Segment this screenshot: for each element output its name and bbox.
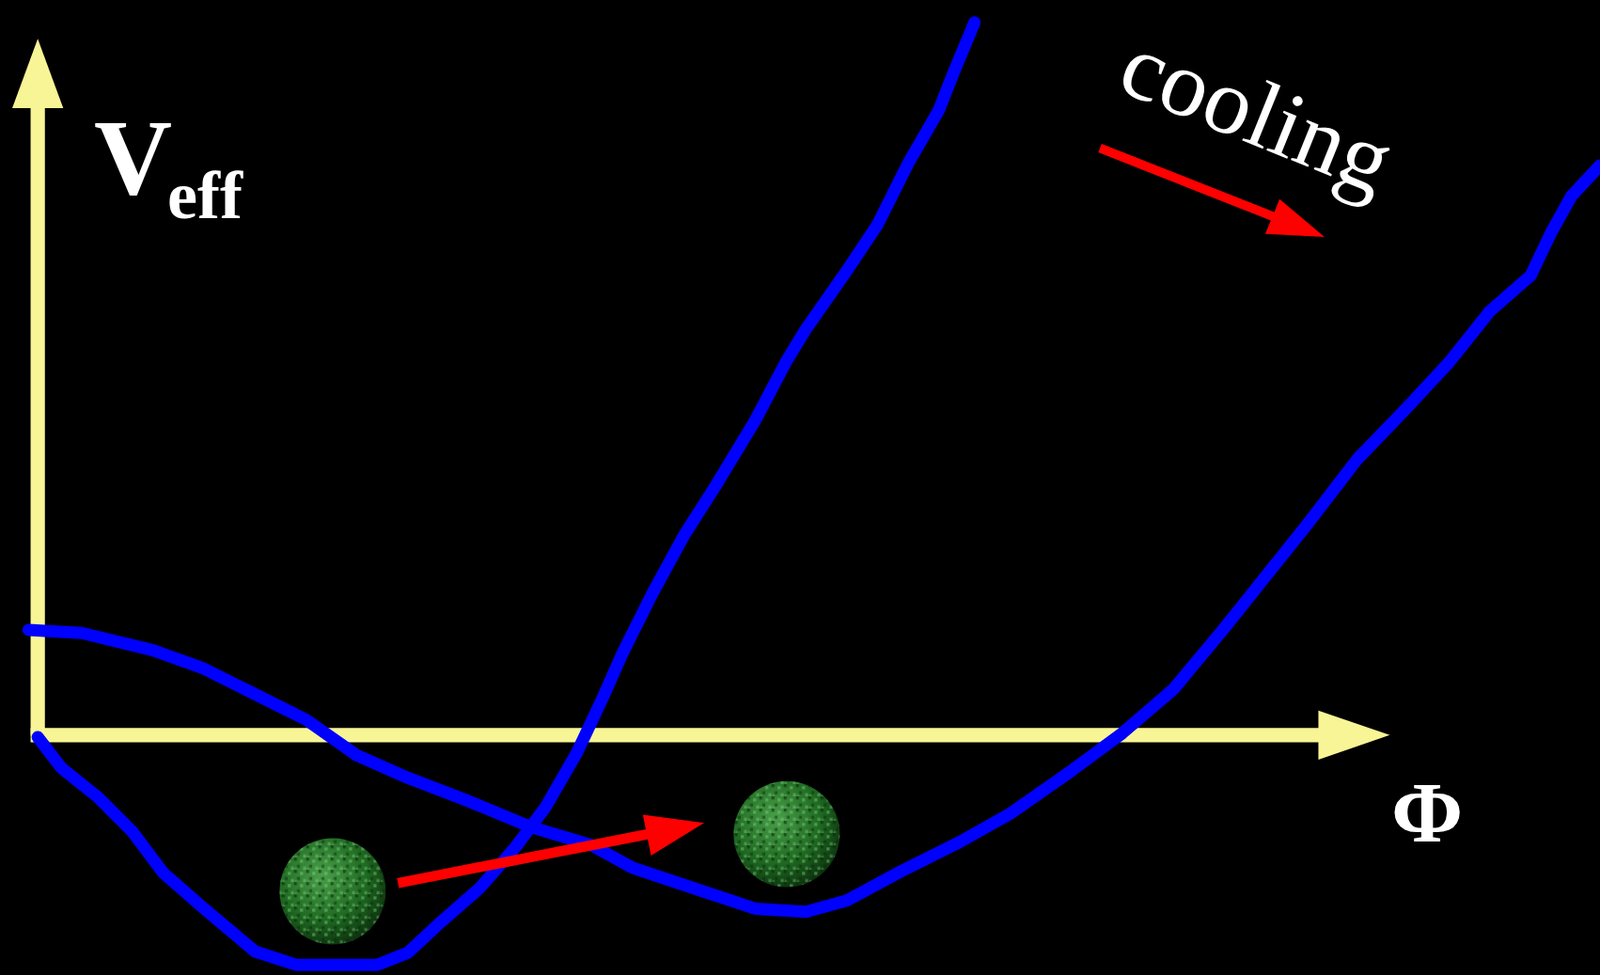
axes xyxy=(12,38,1390,760)
axis-label: Φ xyxy=(1391,768,1463,856)
hot-potential-curve xyxy=(37,22,974,965)
axis-subscript: eff xyxy=(167,161,243,230)
process-label: cooling xyxy=(1108,15,1406,209)
transition-arrow xyxy=(397,815,705,884)
field-ball xyxy=(733,781,840,888)
field-ball xyxy=(279,837,386,944)
axis-label: V xyxy=(94,103,173,212)
cool-potential-curve xyxy=(28,165,1600,912)
